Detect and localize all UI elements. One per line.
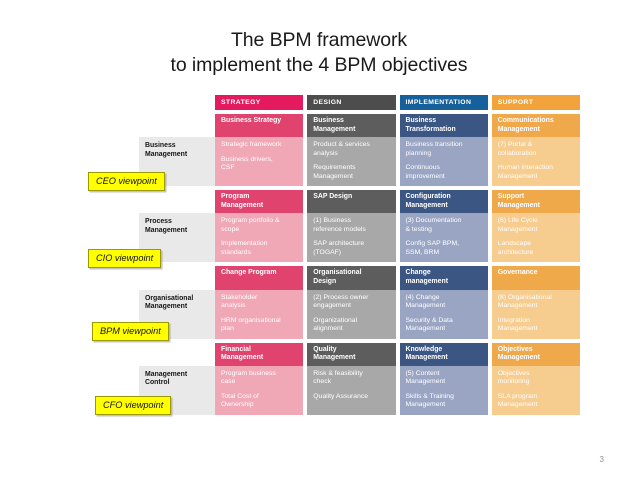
cell-item: Security & Data Management: [405, 316, 453, 333]
cell-item: Landscape architecture: [497, 240, 534, 256]
cell-implementation: (5) Content Management Skills & Training…: [399, 365, 488, 415]
cell-item: (1) Business reference models: [313, 217, 366, 233]
cell-item: (4) Change Management: [405, 293, 446, 310]
callout-ceo-viewpoint: CEO viewpoint: [88, 172, 165, 191]
band-title-support: Communications Management: [491, 114, 580, 138]
cell-support: (6) Life Cycle Management Landscape arch…: [491, 213, 580, 263]
band-body: Business Management Strategic framework …: [139, 137, 580, 187]
band-title-support: Objectives Management: [491, 342, 580, 366]
band-title-implementation: Change management: [399, 266, 488, 290]
cell-item: (3) Documentation & testing: [405, 217, 462, 233]
cell-item: Program business case: [221, 369, 276, 386]
cell-support: (7) Portal & collaboration Human interac…: [491, 137, 580, 187]
callout-cfo-viewpoint: CFO viewpoint: [95, 396, 172, 415]
pillar-header-implementation: IMPLEMENTATION: [399, 95, 488, 110]
band-process-management: Program Management SAP Design Configurat…: [139, 190, 580, 263]
bpm-framework-matrix: STRATEGY DESIGN IMPLEMENTATION SUPPORT B…: [139, 95, 580, 415]
band-title-row: Change Program Organisational Design Cha…: [215, 266, 580, 290]
cell-item: (5) Content Management: [405, 369, 446, 386]
cell-implementation: Business transition planning Continuous …: [399, 137, 488, 187]
cell-strategy: Strategic framework Business drivers, CS…: [215, 137, 304, 187]
page-number: 3: [599, 455, 604, 464]
band-title-strategy: Financial Management: [215, 342, 304, 366]
cell-item: (6) Life Cycle Management: [497, 217, 538, 233]
cell-item: Implementation standards: [221, 240, 268, 256]
cell-item: Total Cost of Ownership: [221, 392, 259, 409]
cell-item: Program portfolio & scope: [221, 217, 280, 233]
band-title-design: Organisational Design: [307, 266, 396, 290]
band-title-support: Governance: [491, 266, 580, 290]
band-title-row: Financial Management Quality Management …: [215, 342, 580, 366]
band-title-design: Quality Management: [307, 342, 396, 366]
band-title-implementation: Business Transformation: [399, 114, 488, 138]
cell-design: Risk & feasibility check Quality Assuran…: [307, 365, 396, 415]
cell-item: Quality Assurance: [313, 392, 369, 400]
band-title-row: Business Strategy Business Management Bu…: [215, 114, 580, 138]
band-cells: Strategic framework Business drivers, CS…: [215, 137, 580, 187]
cell-item: (2) Process owner engagement: [313, 293, 369, 310]
cell-implementation: (4) Change Management Security & Data Ma…: [399, 289, 488, 339]
cell-item: SLA program Management: [497, 392, 538, 409]
pillar-header-design: DESIGN: [307, 95, 396, 110]
cell-implementation: (3) Documentation & testing Config SAP B…: [399, 213, 488, 263]
cell-item: Skills & Training Management: [405, 392, 454, 409]
cell-item: Stakeholder analysis: [221, 293, 258, 310]
cell-item: Strategic framework: [221, 141, 282, 149]
pillar-header-support: SUPPORT: [491, 95, 580, 110]
cell-design: Product & services analysis Requirements…: [307, 137, 396, 187]
band-title-implementation: Configuration Management: [399, 190, 488, 214]
band-body: Process Management Program portfolio & s…: [139, 213, 580, 263]
cell-item: (8) Organisational Management: [497, 293, 552, 310]
band-title-support: Support Management: [491, 190, 580, 214]
cell-design: (1) Business reference models SAP archit…: [307, 213, 396, 263]
cell-support: Objectives monitoring SLA program Manage…: [491, 365, 580, 415]
cell-item: Objectives monitoring: [497, 369, 530, 386]
cell-item: Continuous improvement: [405, 164, 445, 180]
pillar-header-strategy: STRATEGY: [215, 95, 304, 110]
cell-item: SAP architecture (TOGAF): [313, 240, 365, 256]
band-title-strategy: Program Management: [215, 190, 304, 214]
page-title: The BPM framework to implement the 4 BPM…: [170, 29, 468, 76]
cell-design: (2) Process owner engagement Organizatio…: [307, 289, 396, 339]
band-cells: Program business case Total Cost of Owne…: [215, 365, 580, 415]
cell-strategy: Program portfolio & scope Implementation…: [215, 213, 304, 263]
cell-item: Human interaction Management: [497, 164, 553, 180]
cell-item: Config SAP BPM, SSM, BRM: [405, 240, 460, 256]
cell-item: Requirements Management: [313, 164, 356, 180]
cell-item: Product & services analysis: [313, 141, 370, 157]
band-title-strategy: Change Program: [215, 266, 304, 290]
band-cells: Stakeholder analysis HRM organisational …: [215, 289, 580, 339]
band-title-design: SAP Design: [307, 190, 396, 214]
band-title-design: Business Management: [307, 114, 396, 138]
band-title-implementation: Knowledge Management: [399, 342, 488, 366]
cell-item: (7) Portal & collaboration: [497, 141, 537, 157]
cell-item: Business transition planning: [405, 141, 463, 157]
band-body: Management Control Program business case…: [139, 365, 580, 415]
cell-support: (8) Organisational Management Integratio…: [491, 289, 580, 339]
callout-cio-viewpoint: CIO viewpoint: [88, 249, 162, 268]
cell-item: Organizational alignment: [313, 316, 358, 333]
band-organisational-management: Change Program Organisational Design Cha…: [139, 266, 580, 339]
cell-item: HRM organisational plan: [221, 316, 281, 333]
band-body: Organisational Management Stakeholder an…: [139, 289, 580, 339]
cell-strategy: Program business case Total Cost of Owne…: [215, 365, 304, 415]
band-title-row: Program Management SAP Design Configurat…: [215, 190, 580, 214]
band-title-strategy: Business Strategy: [215, 114, 304, 138]
band-management-control: Financial Management Quality Management …: [139, 342, 580, 415]
pillar-header-row: STRATEGY DESIGN IMPLEMENTATION SUPPORT: [215, 95, 580, 110]
cell-item: Integration Management: [497, 316, 538, 333]
callout-bpm-viewpoint: BPM viewpoint: [92, 322, 169, 341]
band-cells: Program portfolio & scope Implementation…: [215, 213, 580, 263]
cell-strategy: Stakeholder analysis HRM organisational …: [215, 289, 304, 339]
band-business-management: Business Strategy Business Management Bu…: [139, 114, 580, 187]
cell-item: Risk & feasibility check: [313, 369, 363, 386]
cell-item: Business drivers, CSF: [221, 155, 273, 172]
